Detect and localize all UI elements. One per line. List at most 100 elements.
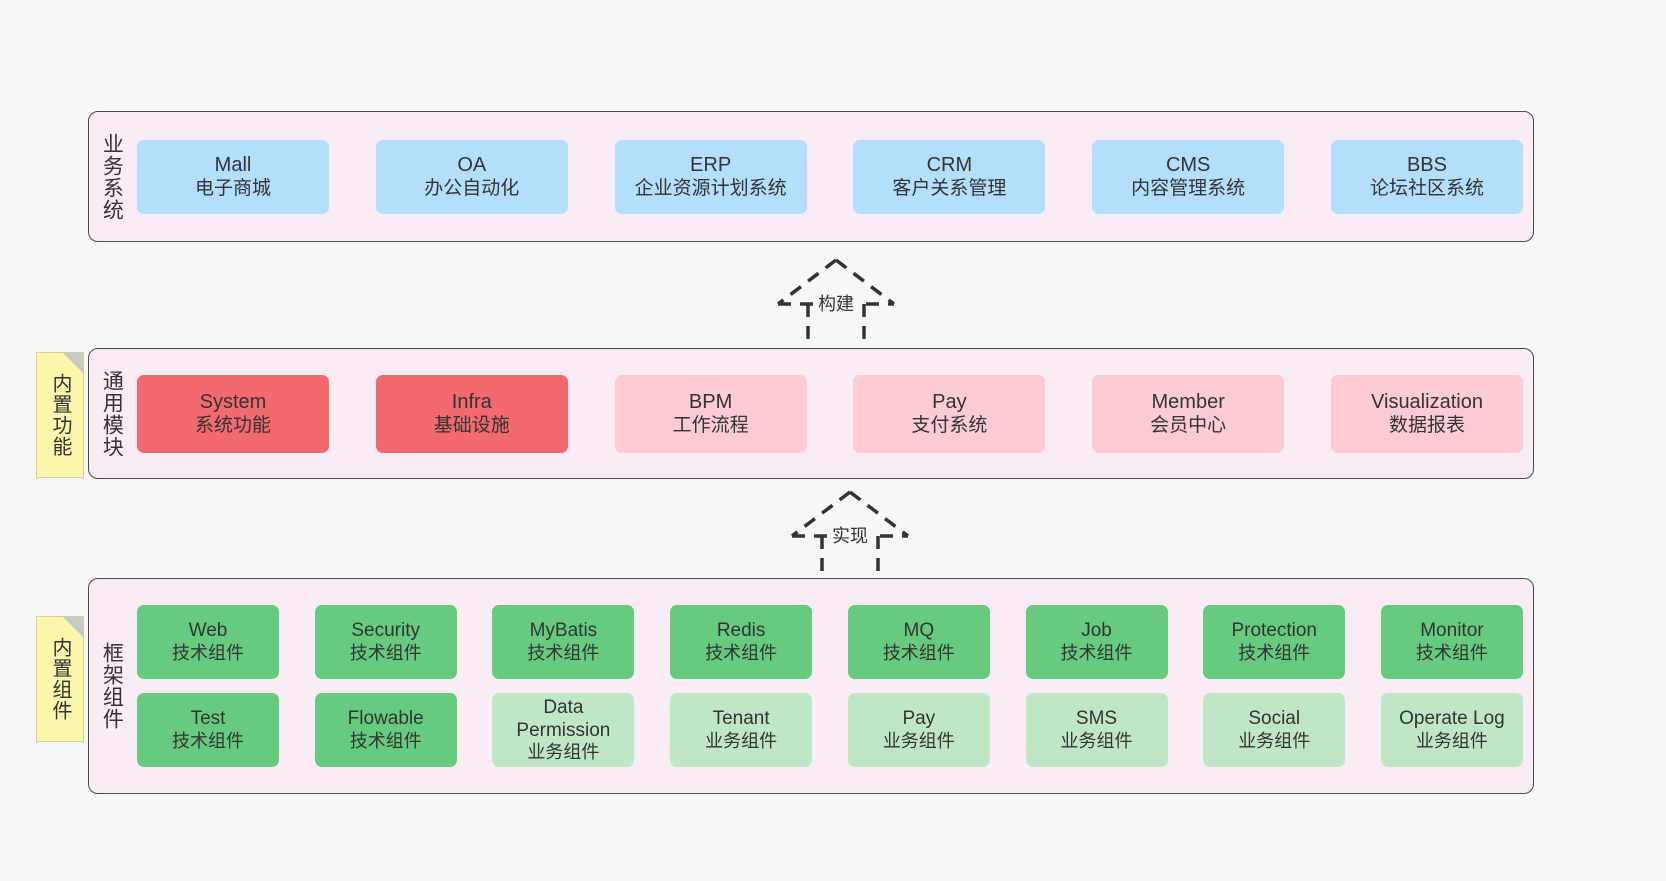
card-social[interactable]: Social 业务组件 bbox=[1203, 693, 1346, 767]
card-title-en: Redis bbox=[716, 620, 766, 642]
card-member[interactable]: Member 会员中心 bbox=[1092, 374, 1285, 453]
card-row: Mall 电子商城 OA 办公自动化 ERP 企业资源计划系统 CRM 客户关系… bbox=[137, 139, 1523, 214]
card-title-en: OA bbox=[457, 153, 487, 176]
card-title-cn: 工作流程 bbox=[672, 415, 749, 437]
card-title-en: System bbox=[199, 390, 267, 413]
card-title-cn: 技术组件 bbox=[705, 642, 778, 663]
card-title-cn: 业务组件 bbox=[705, 730, 778, 751]
card-title-cn: 论坛社区系统 bbox=[1369, 178, 1484, 200]
card-title-cn: 业务组件 bbox=[1238, 730, 1311, 751]
card-title-cn: 业务组件 bbox=[527, 742, 600, 763]
card-monitor[interactable]: Monitor 技术组件 bbox=[1380, 605, 1523, 679]
layer-title-framework: 框架组件 bbox=[100, 642, 124, 730]
card-title-en: CMS bbox=[1165, 153, 1211, 176]
card-title-cn: 企业资源计划系统 bbox=[634, 178, 787, 200]
card-title-cn: 技术组件 bbox=[527, 642, 600, 663]
card-test[interactable]: Test 技术组件 bbox=[137, 693, 279, 767]
card-cms[interactable]: CMS 内容管理系统 bbox=[1092, 139, 1285, 214]
card-title-en: Protection bbox=[1231, 620, 1317, 642]
layer-common-module: 通用模块 System 系统功能 Infra 基础设施 BPM 工作流程 Pay… bbox=[88, 348, 1534, 479]
card-mybatis[interactable]: MyBatis 技术组件 bbox=[492, 605, 635, 679]
card-row: Web 技术组件 Security 技术组件 MyBatis 技术组件 Redi… bbox=[137, 605, 1523, 679]
card-flowable[interactable]: Flowable 技术组件 bbox=[314, 693, 457, 767]
card-title-en: MQ bbox=[903, 620, 935, 642]
card-title-en: Test bbox=[190, 708, 226, 730]
card-pay-business[interactable]: Pay 业务组件 bbox=[847, 693, 990, 767]
card-title-cn: 客户关系管理 bbox=[892, 178, 1007, 200]
card-title-en: CRM bbox=[926, 153, 973, 176]
card-tenant[interactable]: Tenant 业务组件 bbox=[670, 693, 813, 767]
card-erp[interactable]: ERP 企业资源计划系统 bbox=[614, 139, 807, 214]
card-title-en: Pay bbox=[932, 390, 967, 413]
card-system[interactable]: System 系统功能 bbox=[137, 374, 329, 453]
card-data-permission[interactable]: Data Permission 业务组件 bbox=[492, 693, 635, 767]
card-title-cn: 支付系统 bbox=[911, 415, 988, 437]
card-security[interactable]: Security 技术组件 bbox=[314, 605, 457, 679]
layer-body-framework: Web 技术组件 Security 技术组件 MyBatis 技术组件 Redi… bbox=[133, 579, 1533, 793]
card-title-en: Flowable bbox=[347, 708, 424, 730]
card-operate-log[interactable]: Operate Log 业务组件 bbox=[1380, 693, 1523, 767]
card-title-cn: 办公自动化 bbox=[424, 178, 520, 200]
card-title-en: Monitor bbox=[1420, 620, 1484, 642]
layer-body-common: System 系统功能 Infra 基础设施 BPM 工作流程 Pay 支付系统… bbox=[133, 349, 1533, 478]
card-mall[interactable]: Mall 电子商城 bbox=[137, 139, 329, 214]
layer-business-system: 业务系统 Mall 电子商城 OA 办公自动化 ERP 企业资源计划系统 CRM… bbox=[88, 111, 1534, 242]
card-bbs[interactable]: BBS 论坛社区系统 bbox=[1330, 139, 1523, 214]
connector-build: 构建 bbox=[746, 252, 926, 352]
card-crm[interactable]: CRM 客户关系管理 bbox=[853, 139, 1046, 214]
card-row: System 系统功能 Infra 基础设施 BPM 工作流程 Pay 支付系统… bbox=[137, 374, 1523, 453]
connector-realize: 实现 bbox=[760, 484, 940, 584]
card-row: Test 技术组件 Flowable 技术组件 Data Permission … bbox=[137, 693, 1523, 767]
card-title-cn: 技术组件 bbox=[172, 642, 244, 663]
layer-title-business: 业务系统 bbox=[100, 132, 124, 221]
card-title-cn: 基础设施 bbox=[433, 415, 510, 437]
card-title-cn: 技术组件 bbox=[172, 730, 244, 751]
card-oa[interactable]: OA 办公自动化 bbox=[375, 139, 568, 214]
note-label: 内置组件 bbox=[49, 637, 71, 721]
card-title-en: MyBatis bbox=[529, 620, 598, 642]
card-visualization[interactable]: Visualization 数据报表 bbox=[1330, 374, 1523, 453]
card-title-en: SMS bbox=[1075, 708, 1118, 730]
card-pay[interactable]: Pay 支付系统 bbox=[853, 374, 1046, 453]
layer-framework-component: 框架组件 Web 技术组件 Security 技术组件 MyBatis 技术组件… bbox=[88, 578, 1534, 794]
card-protection[interactable]: Protection 技术组件 bbox=[1203, 605, 1346, 679]
card-title-cn: 技术组件 bbox=[349, 730, 422, 751]
note-builtin-component: 内置组件 bbox=[36, 616, 84, 742]
card-bpm[interactable]: BPM 工作流程 bbox=[614, 374, 807, 453]
note-builtin-function: 内置功能 bbox=[36, 352, 84, 478]
layer-body-business: Mall 电子商城 OA 办公自动化 ERP 企业资源计划系统 CRM 客户关系… bbox=[133, 112, 1533, 241]
connector-label-realize: 实现 bbox=[829, 522, 871, 548]
card-infra[interactable]: Infra 基础设施 bbox=[375, 374, 568, 453]
card-title-en: Security bbox=[351, 620, 421, 642]
card-title-en: Member bbox=[1151, 390, 1225, 413]
card-title-cn: 技术组件 bbox=[1060, 642, 1133, 663]
card-job[interactable]: Job 技术组件 bbox=[1025, 605, 1168, 679]
card-title-en: Data Permission bbox=[516, 696, 611, 742]
card-title-en: Pay bbox=[902, 708, 936, 730]
card-title-en: Tenant bbox=[712, 708, 770, 730]
card-redis[interactable]: Redis 技术组件 bbox=[670, 605, 813, 679]
card-sms[interactable]: SMS 业务组件 bbox=[1025, 693, 1168, 767]
card-title-en: Operate Log bbox=[1399, 708, 1505, 730]
card-mq[interactable]: MQ 技术组件 bbox=[847, 605, 990, 679]
card-title-en: Mall bbox=[214, 153, 252, 176]
card-title-cn: 业务组件 bbox=[1415, 730, 1488, 751]
fold-corner-icon bbox=[63, 617, 83, 637]
card-title-en: Visualization bbox=[1371, 390, 1483, 413]
card-title-en: Infra bbox=[451, 390, 492, 413]
card-title-en: BPM bbox=[688, 390, 733, 413]
card-title-cn: 技术组件 bbox=[1238, 642, 1311, 663]
fold-corner-icon bbox=[63, 353, 83, 373]
card-title-cn: 业务组件 bbox=[1060, 730, 1133, 751]
card-title-cn: 业务组件 bbox=[882, 730, 955, 751]
card-title-cn: 技术组件 bbox=[349, 642, 422, 663]
card-title-cn: 会员中心 bbox=[1150, 415, 1227, 437]
card-title-en: ERP bbox=[690, 153, 732, 176]
card-title-en: Job bbox=[1081, 620, 1112, 642]
card-web[interactable]: Web 技术组件 bbox=[137, 605, 279, 679]
layer-title-common: 通用模块 bbox=[100, 369, 124, 458]
card-title-cn: 系统功能 bbox=[194, 415, 271, 437]
note-label: 内置功能 bbox=[49, 373, 71, 457]
card-title-cn: 技术组件 bbox=[1415, 642, 1488, 663]
